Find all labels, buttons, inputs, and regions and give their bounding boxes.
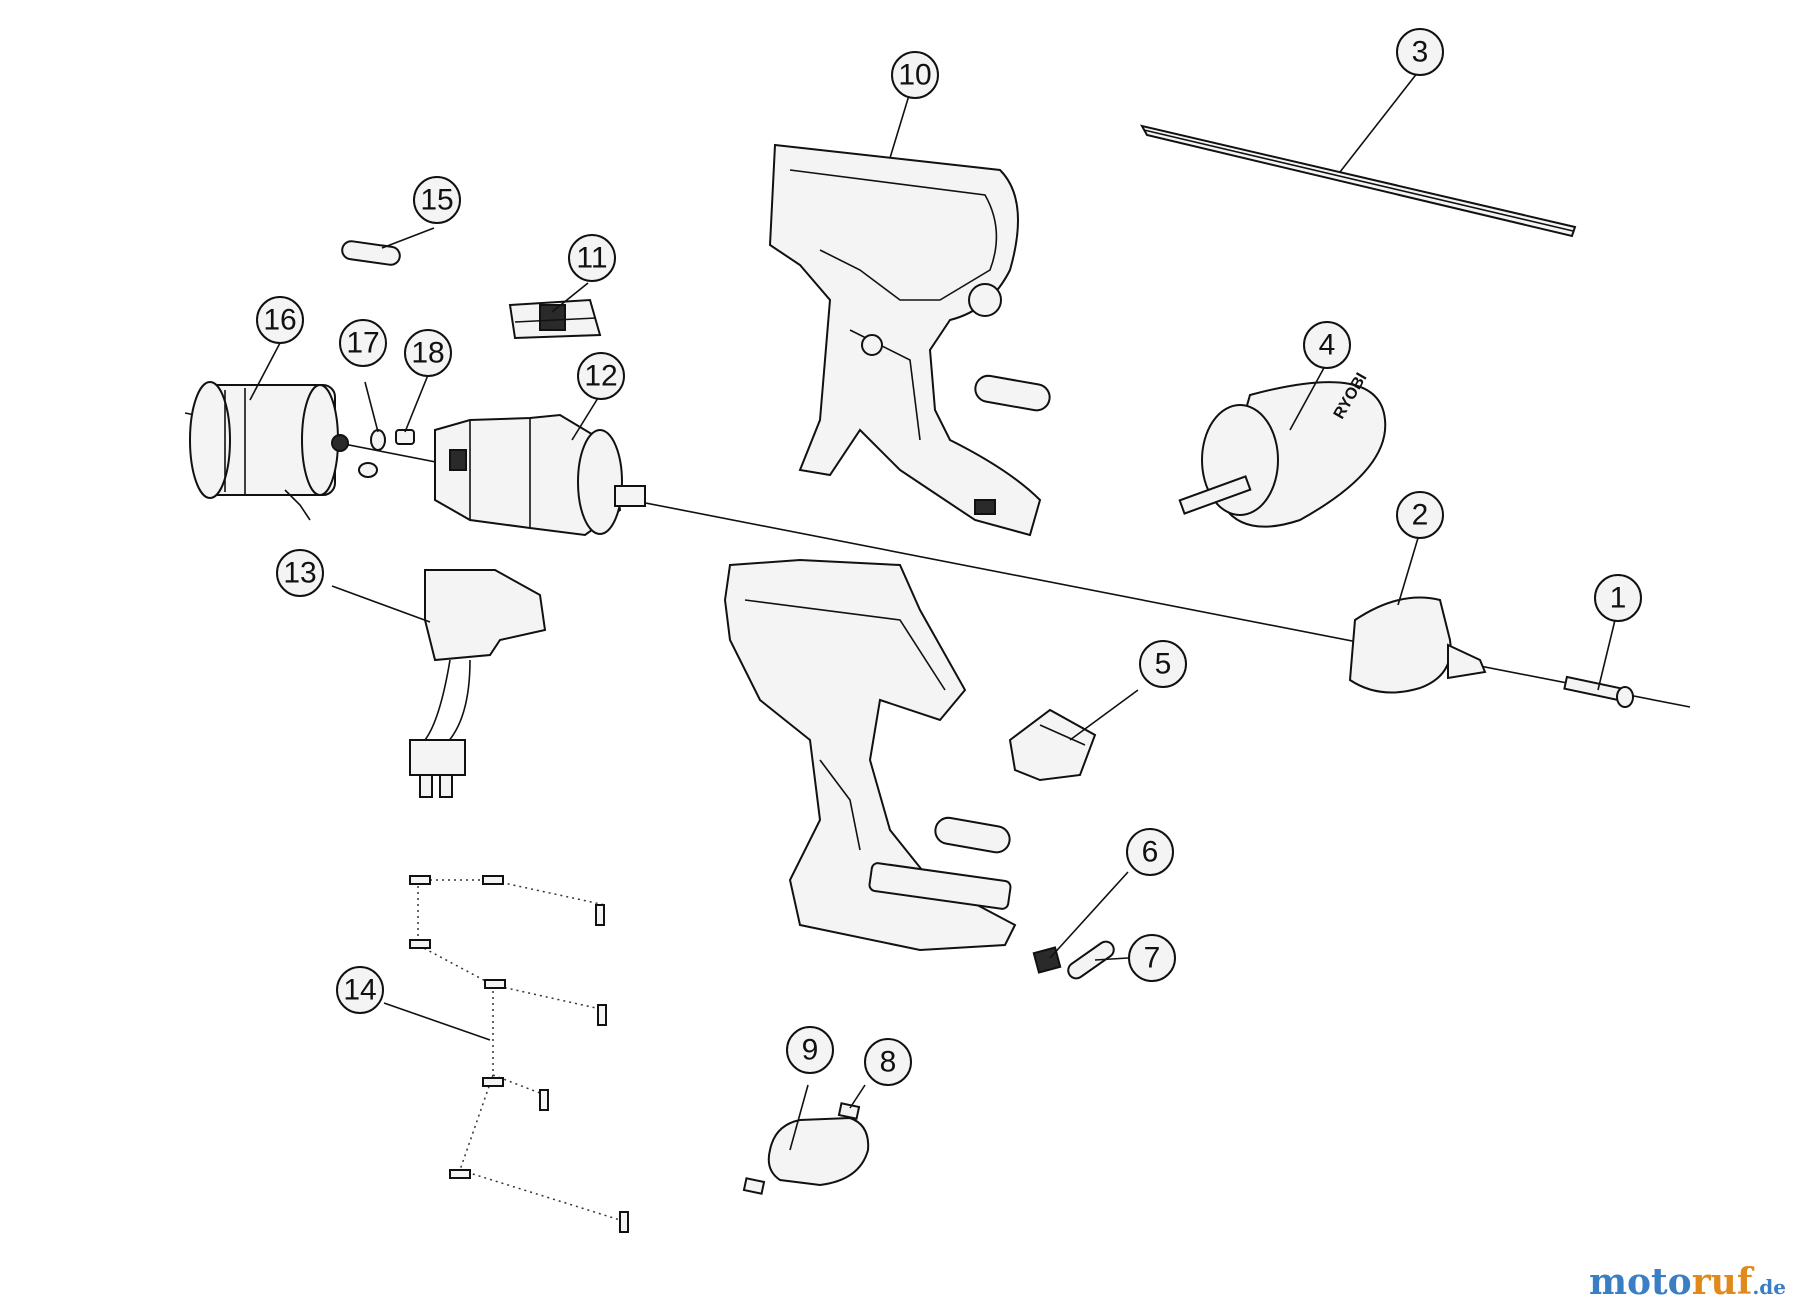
callout-15: 15 [413,176,461,224]
callout-12-label: 12 [584,360,617,393]
callout-8-label: 8 [880,1046,897,1079]
callout-6: 6 [1126,828,1174,876]
callout-14-label: 14 [343,974,376,1007]
callout-9: 9 [786,1026,834,1074]
callout-2-label: 2 [1412,499,1429,532]
callout-10-label: 10 [898,59,931,92]
callout-13-label: 13 [283,557,316,590]
callout-17-label: 17 [346,327,379,360]
callout-7-label: 7 [1144,942,1161,975]
part-1-screw[interactable] [1563,675,1634,708]
callout-13: 13 [276,549,324,597]
part-5-clip[interactable] [1008,708,1097,782]
part-13-trigger-switch[interactable] [409,569,547,798]
part-18-pin[interactable] [395,429,415,445]
callout-4-label: 4 [1319,329,1336,362]
part-16-motor[interactable] [189,381,349,521]
part-9-cover[interactable] [767,1116,870,1187]
callout-5-label: 5 [1155,648,1172,681]
leader-lines [249,71,1616,1151]
part-4-gear-assembly[interactable]: RYOBI [1178,370,1387,528]
callout-16-label: 16 [263,304,296,337]
callout-1-label: 1 [1610,582,1627,615]
part-11-switch-plate[interactable] [508,298,602,340]
callout-10: 10 [891,51,939,99]
part-17-washer[interactable] [358,429,386,478]
callout-8: 8 [864,1038,912,1086]
watermark-part-2: ruf [1691,1261,1753,1303]
callout-2: 2 [1396,491,1444,539]
callout-3: 3 [1396,28,1444,76]
callout-1: 1 [1594,574,1642,622]
part-7-spring[interactable] [1065,939,1117,982]
callout-9-label: 9 [802,1034,819,1067]
watermark-part-3: .de [1752,1275,1786,1299]
callout-14: 14 [336,966,384,1014]
callout-7: 7 [1128,934,1176,982]
housing-half-lower[interactable] [723,558,1017,952]
callout-18-label: 18 [411,337,444,370]
callout-11: 11 [568,234,616,282]
part-8-pad[interactable] [742,1102,861,1195]
part-10-housing-half[interactable] [768,143,1052,537]
callout-4: 4 [1303,321,1351,369]
part-12-gearbox[interactable] [434,413,646,537]
callout-3-label: 3 [1412,36,1429,69]
part-3-rod[interactable] [1140,124,1577,238]
callout-15-label: 15 [420,184,453,217]
watermark-logo: motoruf.de [1589,1261,1786,1303]
part-2-chuck[interactable] [1348,596,1487,694]
callout-18: 18 [404,329,452,377]
callout-17: 17 [339,319,387,367]
callout-12: 12 [577,352,625,400]
part-14-screws[interactable] [409,875,629,1233]
callout-16: 16 [256,296,304,344]
watermark-part-1: moto [1588,1261,1692,1303]
callout-5: 5 [1139,640,1187,688]
callout-11-label: 11 [576,242,607,275]
callout-6-label: 6 [1142,836,1159,869]
